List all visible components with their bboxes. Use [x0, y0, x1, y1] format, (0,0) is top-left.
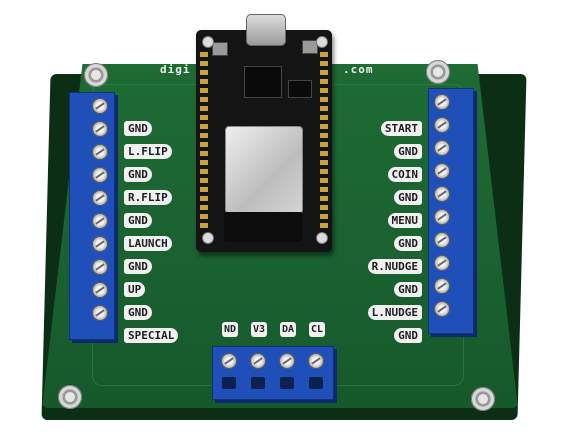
- mounting-hole-bottom-left: [58, 385, 82, 409]
- label-left-gnd-3: GND: [124, 213, 152, 228]
- label-left-gnd-4: GND: [124, 259, 152, 274]
- devboard-hole: [202, 232, 214, 244]
- left-terminal-block: [69, 92, 115, 340]
- boot-button: [212, 42, 228, 56]
- terminal-screw: [92, 213, 108, 229]
- terminal-screw: [434, 232, 450, 248]
- devboard-hole: [316, 232, 328, 244]
- terminal-screw: [434, 94, 450, 110]
- label-right-gnd-5: GND: [394, 328, 422, 343]
- label-right-gnd-2: GND: [394, 190, 422, 205]
- label-special: SPECIAL: [124, 328, 179, 343]
- mounting-hole-top-right: [426, 60, 450, 84]
- esp32-wroom-shield: [225, 126, 303, 214]
- devboard-hole: [202, 36, 214, 48]
- terminal-screw: [92, 190, 108, 206]
- right-terminal-block: [428, 88, 474, 334]
- mounting-hole-top-left: [84, 63, 108, 87]
- terminal-screw: [434, 278, 450, 294]
- terminal-screw: [434, 255, 450, 271]
- terminal-screw: [92, 282, 108, 298]
- label-bottom-gnd: ND: [222, 322, 239, 337]
- terminal-slot: [280, 377, 294, 389]
- reset-button: [302, 40, 318, 54]
- terminal-screw: [92, 121, 108, 137]
- label-right-gnd-3: GND: [394, 236, 422, 251]
- terminal-screw: [434, 301, 450, 317]
- terminal-screw: [434, 117, 450, 133]
- header-pins-right: [320, 52, 328, 230]
- terminal-screw: [92, 167, 108, 183]
- terminal-slot: [222, 377, 236, 389]
- terminal-screw: [308, 353, 324, 369]
- label-coin: COIN: [387, 167, 422, 182]
- label-menu: MENU: [387, 213, 422, 228]
- terminal-screw: [92, 305, 108, 321]
- antenna-area: [224, 212, 302, 242]
- label-left-flip: L.FLIP: [124, 144, 172, 159]
- label-right-gnd-1: GND: [394, 144, 422, 159]
- site-text-right: .com: [343, 63, 374, 76]
- usb-c-connector: [246, 14, 286, 46]
- label-left-gnd-1: GND: [124, 121, 152, 136]
- label-right-nudge: R.NUDGE: [367, 259, 422, 274]
- terminal-slot: [309, 377, 323, 389]
- terminal-screw: [92, 98, 108, 114]
- bottom-terminal-block: [212, 346, 334, 400]
- label-bottom-sda: DA: [280, 322, 297, 337]
- label-left-gnd-2: GND: [124, 167, 152, 182]
- terminal-screw: [250, 353, 266, 369]
- label-start: START: [380, 121, 422, 136]
- regulator-chip: [288, 80, 312, 98]
- header-pins-left: [200, 52, 208, 230]
- terminal-slot: [251, 377, 265, 389]
- mounting-hole-bottom-right: [471, 387, 495, 411]
- terminal-screw: [434, 186, 450, 202]
- terminal-screw: [221, 353, 237, 369]
- terminal-screw: [434, 140, 450, 156]
- label-right-flip: R.FLIP: [124, 190, 172, 205]
- terminal-screw: [434, 163, 450, 179]
- devboard-hole: [316, 36, 328, 48]
- label-left-nudge: L.NUDGE: [367, 305, 422, 320]
- label-launch: LAUNCH: [124, 236, 172, 251]
- label-left-gnd-5: GND: [124, 305, 152, 320]
- usb-serial-chip: [244, 66, 282, 98]
- label-up: UP: [124, 282, 146, 297]
- label-bottom-scl: CL: [309, 322, 326, 337]
- terminal-screw: [92, 236, 108, 252]
- label-bottom-3v3: V3: [251, 322, 268, 337]
- site-text-left: digi: [160, 63, 191, 76]
- terminal-screw: [434, 209, 450, 225]
- label-right-gnd-4: GND: [394, 282, 422, 297]
- terminal-screw: [92, 259, 108, 275]
- terminal-screw: [92, 144, 108, 160]
- terminal-screw: [279, 353, 295, 369]
